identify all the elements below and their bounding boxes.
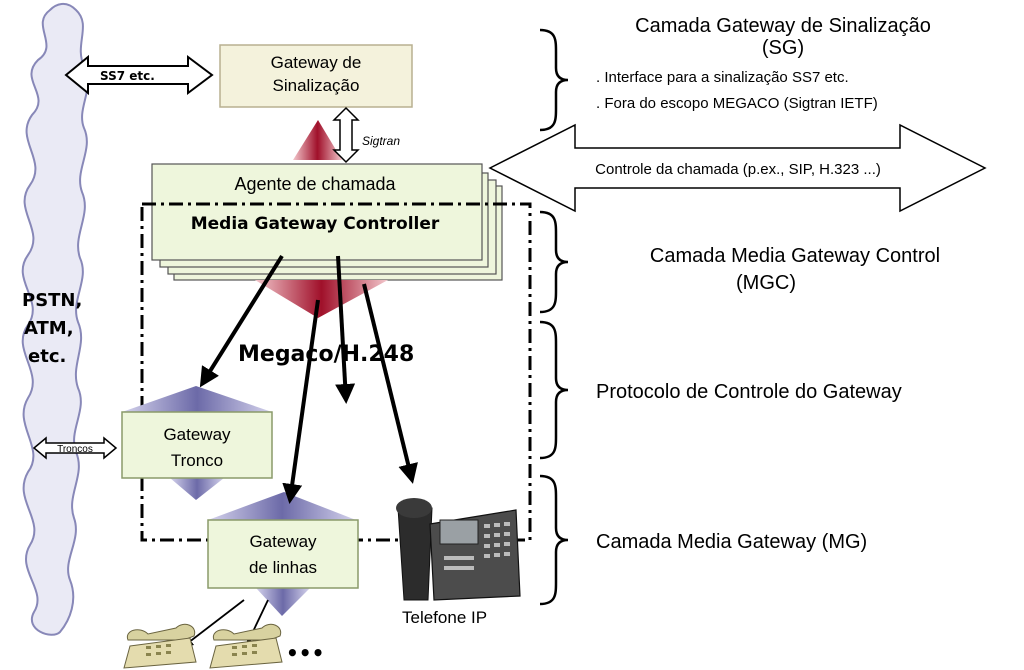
line-arrow-telephone-1 <box>182 599 245 648</box>
signaling-gateway-label-line-2: Sinalização <box>273 76 360 95</box>
signaling-gateway-label-line-1: Gateway de <box>271 53 362 72</box>
troncos-double-arrow <box>32 436 118 460</box>
line-gateway-label-line-1: Gateway <box>249 532 317 551</box>
megaco-arrow-ip-phone <box>362 283 418 484</box>
line-gateway-label-line-2: de linhas <box>249 558 317 577</box>
signaling-gateway-box <box>219 44 413 108</box>
line-gateway-cone-top <box>208 492 356 520</box>
cloud-label-line-1: PSTN, <box>22 290 82 311</box>
sigtran-double-arrow <box>332 106 360 164</box>
sigtran-cone <box>293 120 342 160</box>
cloud-icon <box>21 3 89 636</box>
call-control-label: Controle da chamada (p.ex., SIP, H.323 .… <box>595 161 881 178</box>
megaco-arrow-center <box>335 255 356 404</box>
ip-phone-label: Telefone IP <box>402 608 487 627</box>
protocol-layer-title: Protocolo de Controle do Gateway <box>596 381 902 403</box>
mgc-layer-title-line-1: Camada Media Gateway Control <box>650 245 940 267</box>
trunk-gateway-cone-bottom <box>170 478 224 500</box>
trunk-gateway-label-line-1: Gateway <box>163 425 231 444</box>
brace-sg-layer <box>539 28 569 132</box>
troncos-arrow-label: Troncos <box>57 444 93 455</box>
sigtran-label: Sigtran <box>362 134 400 148</box>
megaco-arrow-trunk-gateway <box>199 254 284 388</box>
cloud-label-line-3: etc. <box>28 346 66 367</box>
telephone-ellipsis: ••• <box>286 641 324 665</box>
ip-phone-icon <box>396 498 521 601</box>
sg-layer-bullet-2: . Fora do escopo MEGACO (Sigtran IETF) <box>596 95 878 112</box>
sg-layer-bullet-1: . Interface para a sinalização SS7 etc. <box>596 69 849 86</box>
trunk-gateway-cone-top <box>122 386 272 412</box>
call-control-double-arrow <box>488 123 987 213</box>
ss7-double-arrow <box>64 54 214 96</box>
megaco-arrow-line-gateway <box>282 299 320 504</box>
telephone-icon <box>123 623 197 669</box>
sg-layer-title-line-2: (SG) <box>762 37 804 59</box>
brace-protocol-layer <box>539 320 569 460</box>
telephone-icon <box>209 623 283 669</box>
trunk-gateway-box <box>121 411 273 479</box>
line-gateway-box <box>207 519 359 589</box>
mgc-cone <box>255 280 388 318</box>
trunk-gateway-label-line-2: Tronco <box>171 451 223 470</box>
brace-mg-layer <box>539 474 569 606</box>
brace-mgc-layer <box>539 210 569 314</box>
megaco-label: Megaco/H.248 <box>238 342 414 367</box>
call-agent-label: Agente de chamada <box>234 174 396 194</box>
ss7-arrow-label: SS7 etc. <box>100 69 155 83</box>
mgc-layer-title-line-2: (MGC) <box>736 272 796 294</box>
mgc-label: Media Gateway Controller <box>191 214 440 234</box>
call-agent-box <box>151 163 483 261</box>
sg-layer-title-line-1: Camada Gateway de Sinalização <box>635 15 931 37</box>
line-gateway-cone-bottom <box>256 588 310 616</box>
mg-layer-title: Camada Media Gateway (MG) <box>596 531 867 553</box>
cloud-label-line-2: ATM, <box>24 318 74 339</box>
